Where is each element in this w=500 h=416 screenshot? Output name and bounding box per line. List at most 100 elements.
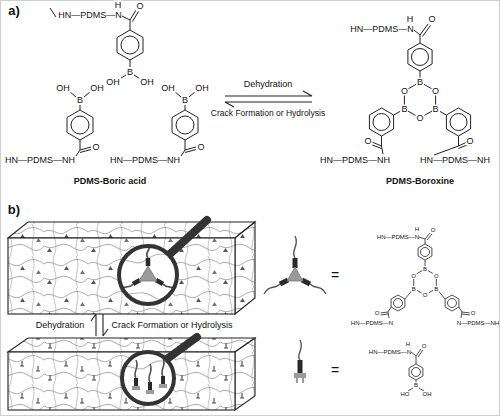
magnifier (146, 390, 154, 394)
benzene-ring (409, 364, 423, 380)
magnifier (139, 266, 157, 281)
magnifier (135, 360, 137, 378)
magnifier (159, 384, 167, 388)
atom-label: OH (139, 78, 155, 87)
chemical-bond (419, 233, 432, 266)
boronic-acid-icon (299, 340, 302, 360)
boronic-acid-icon (298, 360, 303, 373)
compound-name: PDMS-Boroxine (386, 177, 454, 186)
benzene-ring (373, 114, 390, 131)
polymer-network-block (8, 222, 255, 314)
magnifier (136, 376, 163, 390)
atom-label: OH (160, 84, 176, 93)
atom-label: O (465, 137, 474, 146)
polymer-network-block (8, 222, 255, 238)
crosslink-icon (264, 236, 326, 294)
benzene-ring (369, 108, 393, 136)
chain-label: HN—PDMS—N (369, 349, 411, 355)
benzene-ring (391, 244, 459, 380)
benzene-ring (448, 299, 457, 308)
equilibrium-arrow (103, 314, 108, 336)
atom-label: B (433, 286, 439, 292)
atom-label: OH (105, 78, 121, 87)
magnifier (149, 364, 151, 382)
benzene-ring (446, 108, 470, 136)
benzene-ring (121, 36, 139, 54)
chain-label: HN—PDMS—NH (5, 156, 75, 165)
equilibrium-arrow (225, 91, 312, 96)
equals-sign: = (331, 268, 339, 282)
chemical-bond (69, 91, 91, 156)
atom-label: B (400, 105, 408, 114)
benzene-ring (408, 43, 432, 71)
benzene-ring (176, 116, 194, 134)
crosslink-icon (264, 284, 280, 294)
magnifier (119, 246, 177, 304)
atom-label: HO (400, 391, 411, 397)
atom-label: O (363, 137, 372, 146)
boronic-acid-icon (297, 378, 303, 383)
equilibrium-arrow (91, 314, 108, 336)
crosslink-icon (280, 258, 310, 284)
chain-label: HN—PDMS—N (351, 320, 393, 326)
chemical-bond (459, 307, 470, 318)
polymer-network-block (8, 238, 235, 314)
chain-label: HN—PDMS—NH (320, 156, 390, 165)
atom-label: OH (55, 84, 71, 93)
equilibrium-arrow (225, 91, 312, 107)
benzene-ring (450, 114, 467, 131)
crosslink-icon (310, 284, 326, 294)
crosslink-icon (287, 267, 303, 281)
chemical-bond (408, 349, 424, 391)
atom-label: O (431, 87, 440, 96)
magnifier (167, 337, 197, 359)
benzene-ring (391, 295, 405, 311)
chemical-bond (174, 91, 196, 156)
boronic-acid-icon (294, 373, 306, 378)
equilibrium-arrow (91, 314, 96, 336)
atom-label: OH (194, 84, 210, 93)
magnifier (120, 337, 197, 404)
chemical-bond (380, 307, 391, 318)
equals-sign: = (331, 363, 339, 377)
compound-name: PDMS-Boric acid (74, 177, 147, 186)
benzene-ring (67, 30, 471, 140)
atom-label: O (91, 143, 100, 152)
benzene-ring (67, 110, 93, 140)
benzene-ring (412, 49, 429, 66)
polymer-network-block (8, 338, 255, 410)
chain-label: HN—PDMS—NH (110, 156, 180, 165)
chemical-bond (380, 233, 470, 391)
panel-letter: a) (8, 4, 20, 17)
atom-label: OH (422, 391, 433, 397)
atom-label: B (413, 382, 419, 388)
magnifier (122, 352, 174, 404)
panel-letter: b) (8, 203, 20, 216)
atom-label: O (374, 310, 381, 316)
atom-label: B (416, 78, 424, 87)
equilibrium-arrow (225, 102, 312, 107)
benzene-ring (445, 295, 459, 311)
atom-label: O (470, 310, 477, 316)
atom-label: B (181, 96, 189, 105)
atom-label: H (414, 226, 420, 232)
atom-label: B (422, 266, 428, 272)
polymer-network-block (8, 338, 255, 352)
magnifier (116, 220, 207, 304)
boronic-acid-icon (294, 340, 306, 383)
atom-label: B (126, 68, 134, 77)
atom-label: H (406, 15, 415, 24)
atom-label: O (421, 343, 428, 349)
benzene-ring (394, 299, 403, 308)
reaction-label: Dehydration (244, 80, 293, 89)
polymer-network-block (235, 222, 255, 314)
benzene-ring (412, 368, 421, 377)
atom-label: B (411, 286, 417, 292)
atom-label: O (422, 292, 429, 298)
chemical-bond (371, 136, 383, 154)
reaction-label: Crack Formation or Hydrolysis (111, 321, 232, 330)
atom-label: O (135, 2, 144, 11)
benzene-ring (172, 110, 198, 140)
